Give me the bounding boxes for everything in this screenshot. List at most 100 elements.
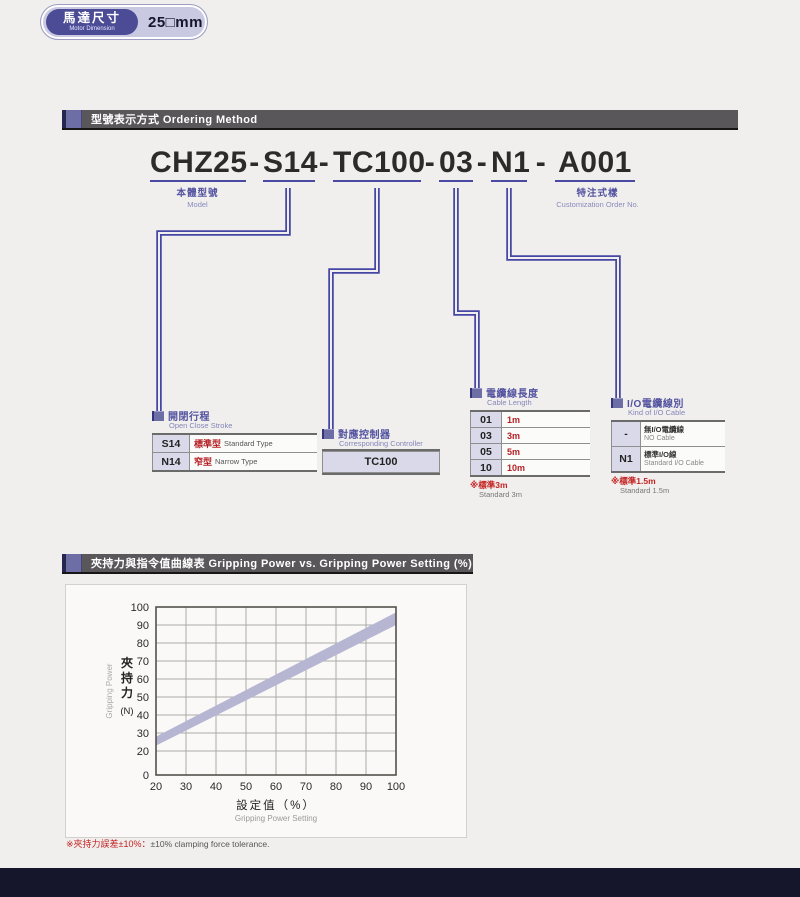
model-segment-stroke: S14: [263, 146, 317, 182]
io-note-zh: ※標準1.5m: [611, 476, 656, 486]
svg-text:60: 60: [270, 781, 282, 793]
value-cell: 3m: [507, 430, 521, 441]
model-separator: -: [318, 146, 330, 179]
model-segment-cable: 03: [439, 146, 473, 182]
model-label: 本體型號 Model: [140, 188, 255, 210]
model-separator: -: [535, 146, 547, 179]
svg-text:設定值（%）: 設定值（%）: [236, 798, 316, 812]
model-segment-controller: TC100: [333, 146, 425, 182]
value-cell: 5m: [507, 446, 521, 457]
code-cell: S14: [152, 435, 190, 452]
table-row: 05 5m: [470, 444, 590, 460]
header-accent-square-icon: [66, 554, 82, 572]
model-separator: -: [249, 146, 260, 179]
io-table-title-zh: I/O電纜線別: [627, 399, 684, 410]
model-segment-io: N1: [491, 146, 530, 182]
code-cell: 01: [470, 412, 502, 427]
model-label-zh: 本體型號: [176, 188, 219, 199]
connector-cable: [453, 188, 480, 391]
badge-title-zh: 馬達尺寸: [62, 10, 121, 25]
svg-text:持: 持: [121, 670, 133, 685]
header-edge-strip: [62, 110, 66, 128]
connector-stroke: [156, 188, 291, 413]
svg-text:80: 80: [137, 638, 149, 650]
ordering-method-header: 型號表示方式 Ordering Method: [62, 110, 738, 130]
svg-text:40: 40: [137, 710, 149, 722]
header-edge-strip: [62, 554, 66, 572]
stroke-table-header: 開閉行程: [152, 410, 317, 423]
svg-text:Gripping Power Setting: Gripping Power Setting: [235, 814, 317, 823]
svg-text:0: 0: [143, 770, 149, 782]
value-cell: 1m: [507, 414, 521, 425]
connector-controller: [328, 188, 380, 431]
model-separator: -: [424, 146, 436, 179]
cable-table-title-zh: 電纜線長度: [486, 389, 539, 400]
svg-text:30: 30: [137, 728, 149, 740]
svg-text:100: 100: [387, 781, 405, 793]
chart-section-title: 夾持力與指令值曲線表 Gripping Power vs. Gripping P…: [91, 558, 473, 570]
svg-text:100: 100: [131, 602, 149, 614]
stroke-table-title-zh: 開閉行程: [168, 412, 210, 423]
svg-text:80: 80: [330, 781, 342, 793]
svg-text:70: 70: [137, 656, 149, 668]
svg-text:70: 70: [300, 781, 312, 793]
custom-order-label: 特注式樣 Customization Order No.: [515, 188, 680, 210]
code-cell: N1: [611, 447, 641, 471]
svg-text:90: 90: [137, 620, 149, 632]
code-cell: 03: [470, 428, 502, 443]
table-row: 03 3m: [470, 428, 590, 444]
square-bullet-icon: [470, 387, 482, 398]
chart-section-header: 夾持力與指令值曲線表 Gripping Power vs. Gripping P…: [62, 554, 473, 574]
square-bullet-icon: [611, 397, 623, 408]
svg-text:30: 30: [180, 781, 192, 793]
svg-text:力: 力: [121, 685, 133, 700]
cable-table-rows: 01 1m 03 3m 05 5m 10 10m: [470, 410, 590, 477]
svg-text:夾: 夾: [121, 655, 133, 670]
model-segment-body: CHZ25: [150, 146, 247, 182]
chart-footnote: ※夾持力誤差±10%：±10% clamping force tolerance…: [66, 839, 270, 850]
square-bullet-icon: [322, 428, 334, 439]
cable-length-table: 電纜線長度 Cable Length 01 1m 03 3m 05 5m 10 …: [470, 387, 590, 500]
cable-table-note: ※標準3m Standard 3m: [470, 480, 590, 500]
svg-text:(N): (N): [120, 706, 133, 717]
model-separator: -: [476, 146, 488, 179]
svg-text:20: 20: [137, 746, 149, 758]
custom-order-label-en: Customization Order No.: [556, 200, 639, 209]
badge-title-en: Motor Dimension: [69, 25, 115, 32]
stroke-table-title-en: Open Close Stroke: [169, 421, 233, 430]
io-table-title-en: Kind of I/O Cable: [628, 408, 686, 417]
ordering-method-title: 型號表示方式 Ordering Method: [91, 114, 258, 126]
badge-pill: 馬達尺寸 Motor Dimension: [46, 9, 138, 35]
svg-text:50: 50: [137, 692, 149, 704]
svg-text:20: 20: [150, 781, 162, 793]
header-accent-square-icon: [66, 110, 82, 128]
controller-table-header: 對應控制器: [322, 428, 440, 441]
connector-io: [506, 188, 621, 401]
controller-table: 對應控制器 Corresponding Controller TC100: [322, 428, 440, 473]
custom-order-label-zh: 特注式樣: [576, 188, 619, 199]
page-footer-bar: [0, 868, 800, 897]
table-row: 10 10m: [470, 460, 590, 475]
controller-table-title-zh: 對應控制器: [338, 430, 391, 441]
model-segment-custom: A001: [555, 146, 635, 182]
code-cell: 10: [470, 460, 502, 475]
cable-note-en: Standard 3m: [479, 490, 522, 499]
code-cell: -: [611, 422, 641, 446]
io-table-header: I/O電纜線別: [611, 397, 725, 410]
svg-text:90: 90: [360, 781, 372, 793]
svg-text:60: 60: [137, 674, 149, 686]
controller-table-title-en: Corresponding Controller: [339, 439, 423, 448]
code-cell: 05: [470, 444, 502, 459]
chart-footnote-en: ±10% clamping force tolerance.: [150, 839, 270, 849]
svg-text:50: 50: [240, 781, 252, 793]
